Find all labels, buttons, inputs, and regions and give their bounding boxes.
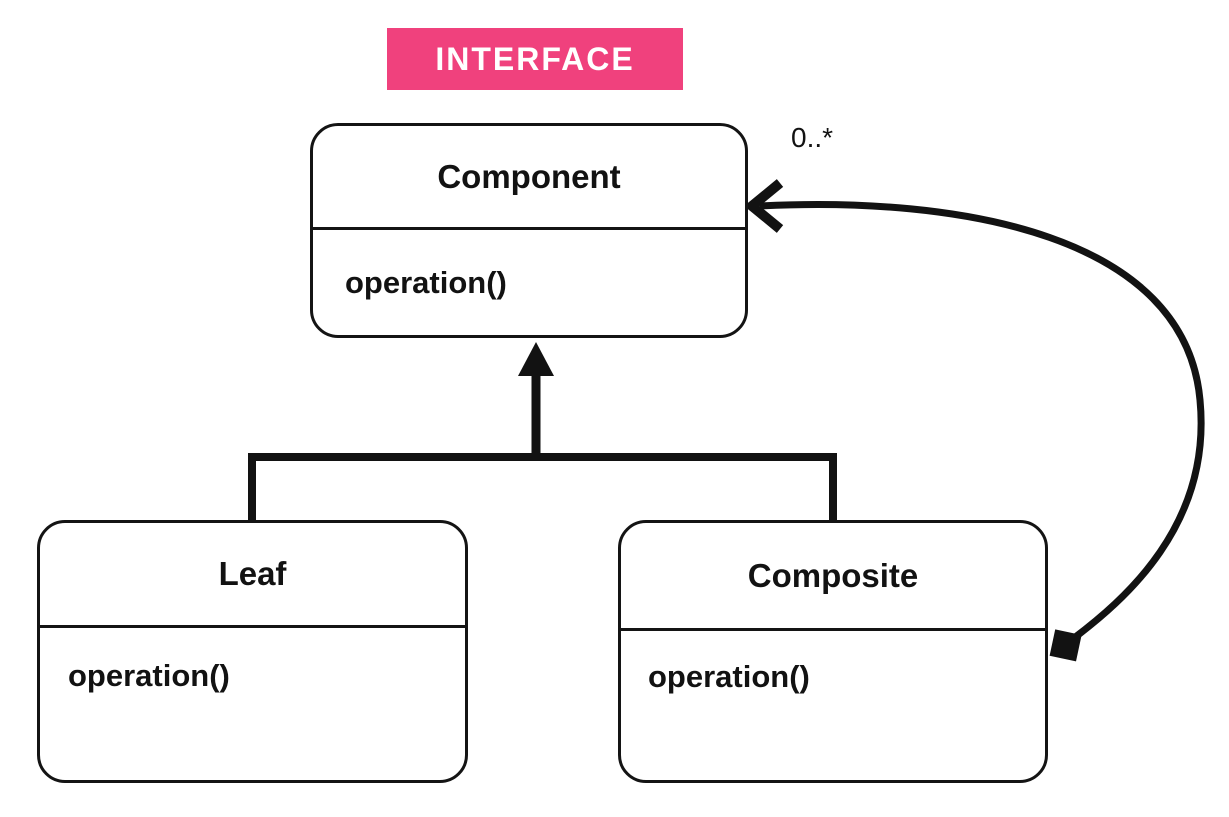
method-label: operation() [648, 659, 810, 694]
class-methods: operation() [621, 631, 1045, 780]
aggregation-arrowhead-icon [744, 179, 784, 233]
class-methods: operation() [313, 230, 745, 335]
multiplicity-label: 0..* [791, 122, 834, 153]
class-title: Composite [621, 523, 1045, 631]
method-label: operation() [68, 658, 230, 693]
method-label: operation() [345, 264, 507, 300]
class-methods: operation() [40, 628, 465, 780]
inheritance-connector [248, 453, 837, 522]
class-box-leaf: Leaf operation() [37, 520, 468, 783]
inheritance-arrowhead-icon [518, 342, 554, 376]
class-title: Leaf [40, 523, 465, 628]
class-title: Component [313, 126, 745, 230]
class-box-composite: Composite operation() [618, 520, 1048, 783]
composition-square-icon [1049, 629, 1082, 662]
interface-badge: INTERFACE [387, 28, 683, 90]
class-box-component: Component operation() [310, 123, 748, 338]
